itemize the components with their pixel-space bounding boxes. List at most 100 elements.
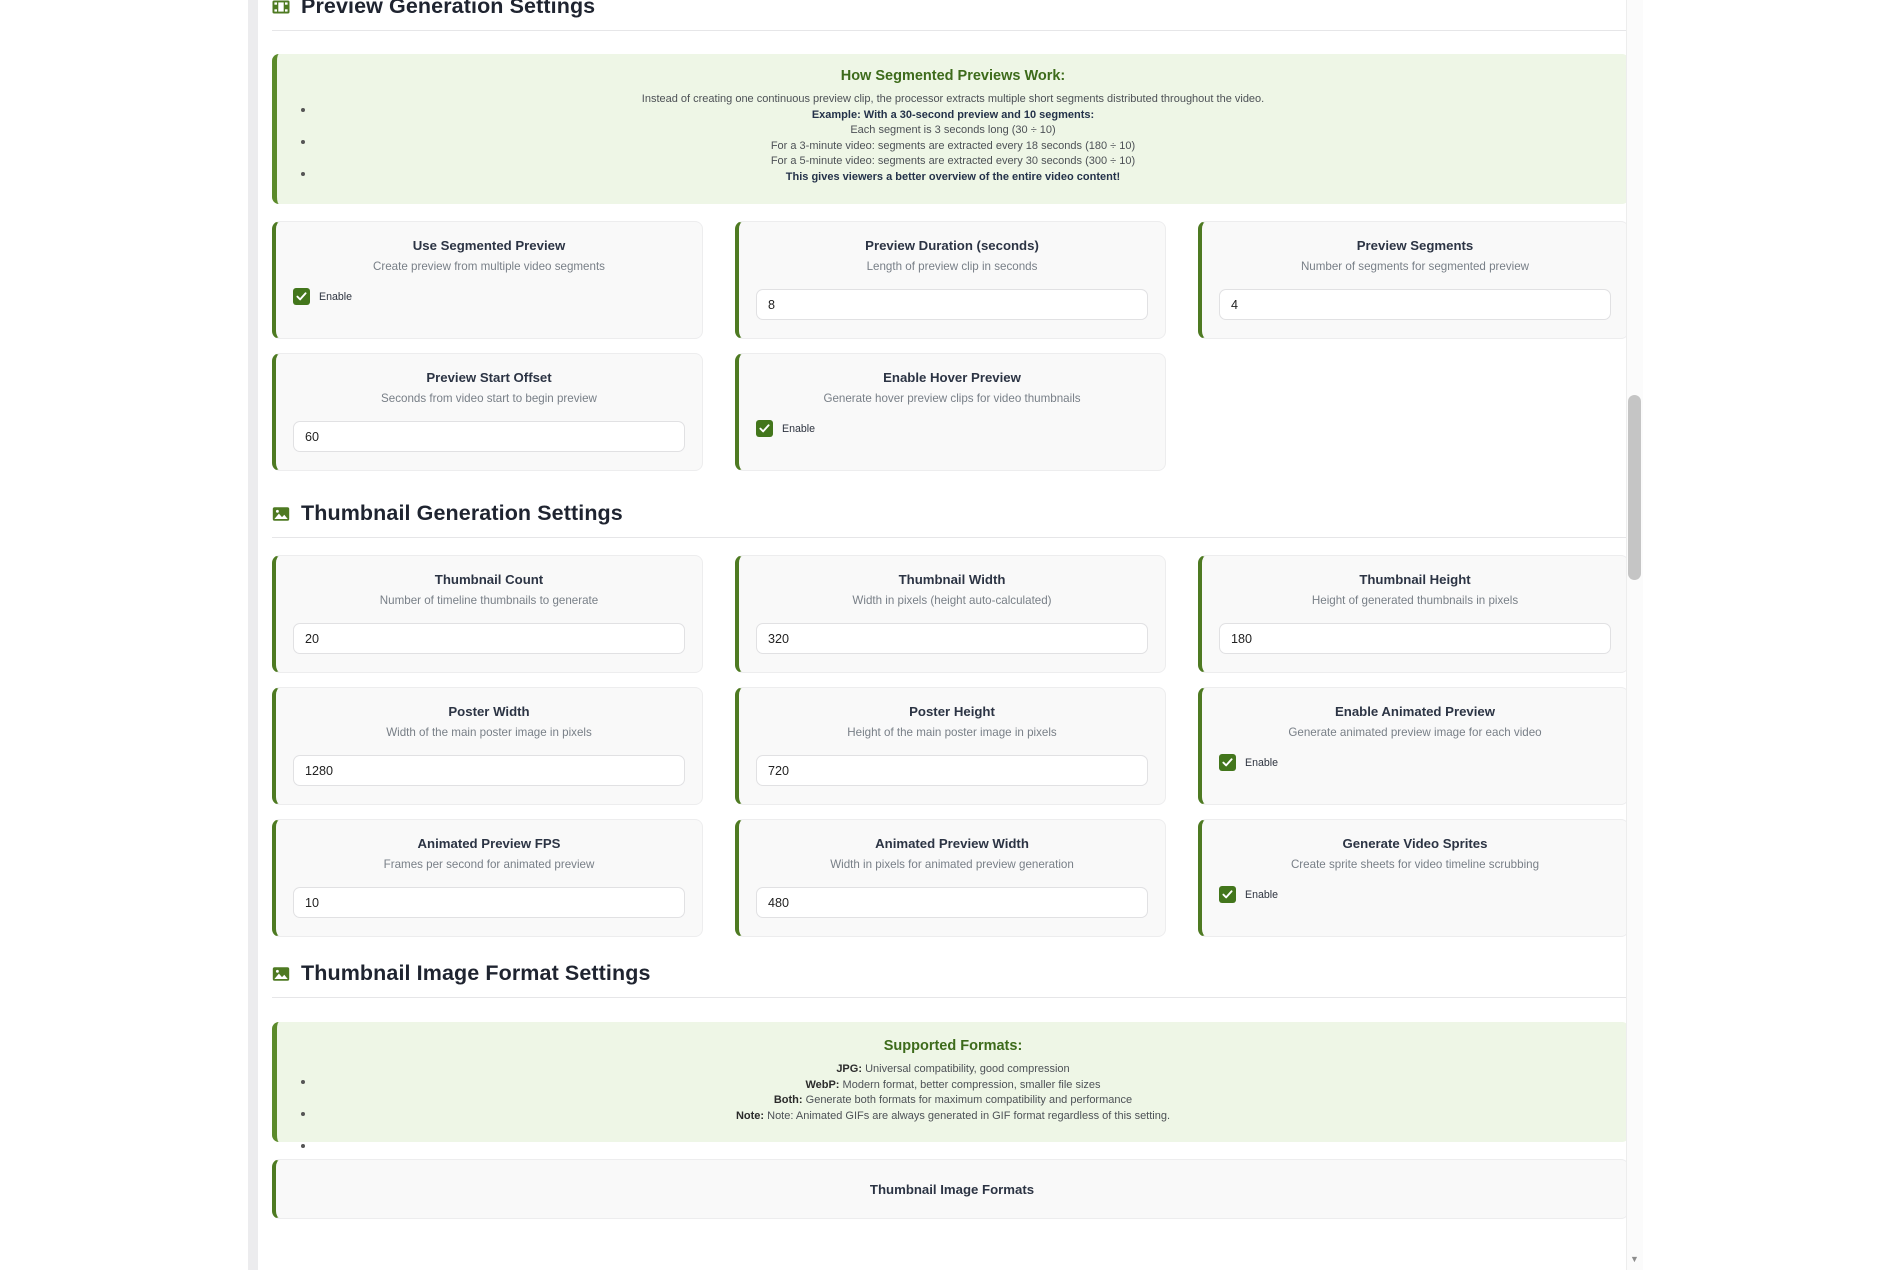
card-title: Preview Segments [1356, 238, 1474, 253]
info-line: JPG: Universal compatibility, good compr… [277, 1062, 1629, 1078]
section-divider [272, 30, 1629, 31]
enable-checkbox-row[interactable]: Enable [1219, 886, 1611, 903]
setting-card-animated-preview-width: Animated Preview Width Width in pixels f… [735, 819, 1166, 937]
preview-settings-grid: Use Segmented Preview Create preview fro… [272, 221, 1629, 471]
section-thumbnail-image-format: Thumbnail Image Format Settings Supporte… [272, 961, 1629, 1220]
card-description: Frames per second for animated preview [383, 858, 595, 871]
card-title: Generate Video Sprites [1342, 836, 1488, 851]
checkbox-label: Enable [319, 290, 352, 303]
checkbox-label: Enable [782, 422, 815, 435]
info-line: Note: Note: Animated GIFs are always gen… [277, 1109, 1629, 1125]
info-box-title: Supported Formats: [883, 1038, 1023, 1054]
checkbox-label: Enable [1245, 756, 1278, 769]
thumbnail-settings-grid: Thumbnail Count Number of timeline thumb… [272, 555, 1629, 937]
card-title: Preview Start Offset [426, 370, 552, 385]
preview-segments-input[interactable] [1219, 289, 1611, 320]
card-title: Enable Animated Preview [1334, 704, 1495, 719]
enable-checkbox-row[interactable]: Enable [756, 420, 1148, 437]
card-description: Create sprite sheets for video timeline … [1290, 858, 1540, 871]
card-title: Poster Height [909, 704, 995, 719]
checkbox-checked-icon[interactable] [1219, 886, 1236, 903]
card-title: Poster Width [448, 704, 530, 719]
app-viewport: Preview Generation Settings How Segmente… [248, 0, 1643, 1270]
info-line-lead: JPG: [836, 1063, 862, 1075]
setting-card-thumbnail-height: Thumbnail Height Height of generated thu… [1198, 555, 1629, 673]
section-preview-generation: Preview Generation Settings How Segmente… [272, 0, 1629, 471]
card-description: Generate animated preview image for each… [1288, 726, 1542, 739]
empty-grid-slot [1198, 353, 1629, 471]
setting-card-poster-width: Poster Width Width of the main poster im… [272, 687, 703, 805]
animated-preview-width-input[interactable] [756, 887, 1148, 918]
card-title: Thumbnail Count [434, 572, 544, 587]
card-description: Generate hover preview clips for video t… [823, 392, 1081, 405]
gutter-stripe [248, 0, 258, 1270]
checkbox-checked-icon[interactable] [1219, 754, 1236, 771]
setting-card-use-segmented-preview: Use Segmented Preview Create preview fro… [272, 221, 703, 339]
setting-card-thumbnail-image-formats: Thumbnail Image Formats [272, 1159, 1629, 1220]
info-box-supported-formats: Supported Formats: JPG: Universal compat… [272, 1022, 1629, 1148]
thumbnail-count-input[interactable] [293, 623, 685, 654]
card-description: Seconds from video start to begin previe… [381, 392, 597, 405]
thumbnail-width-input[interactable] [756, 623, 1148, 654]
card-title: Thumbnail Image Formats [869, 1182, 1035, 1198]
preview-start-offset-input[interactable] [293, 421, 685, 452]
section-spacer [272, 937, 1629, 961]
thumbnail-height-input[interactable] [1219, 623, 1611, 654]
setting-card-animated-preview-fps: Animated Preview FPS Frames per second f… [272, 819, 703, 937]
image-icon [272, 505, 290, 523]
card-description: Height of the main poster image in pixel… [847, 726, 1057, 739]
section-header: Preview Generation Settings [272, 0, 1629, 19]
scroll-down-arrow-icon[interactable]: ▼ [1630, 1254, 1639, 1264]
setting-card-preview-start-offset: Preview Start Offset Seconds from video … [272, 353, 703, 471]
info-line: For a 5-minute video: segments are extra… [770, 155, 1136, 168]
info-line: For a 3-minute video: segments are extra… [770, 139, 1136, 152]
card-title: Preview Duration (seconds) [865, 238, 1039, 253]
info-line: Example: With a 30-second preview and 10… [811, 108, 1095, 121]
info-line: WebP: Modern format, better compression,… [277, 1078, 1629, 1094]
vertical-scrollbar[interactable]: ▼ [1626, 0, 1643, 1270]
checkbox-checked-icon[interactable] [756, 420, 773, 437]
setting-card-thumbnail-count: Thumbnail Count Number of timeline thumb… [272, 555, 703, 673]
card-description: Create preview from multiple video segme… [373, 260, 605, 273]
setting-card-enable-animated-preview: Enable Animated Preview Generate animate… [1198, 687, 1629, 805]
section-header: Thumbnail Generation Settings [272, 501, 1629, 526]
info-box-lines: Instead of creating one continuous previ… [277, 92, 1629, 186]
info-line: Each segment is 3 seconds long (30 ÷ 10) [850, 124, 1056, 137]
info-line-text: Universal compatibility, good compressio… [865, 1063, 1070, 1075]
section-title: Preview Generation Settings [301, 0, 596, 18]
info-line-text: Generate both formats for maximum compat… [805, 1094, 1133, 1107]
settings-content: Preview Generation Settings How Segmente… [258, 0, 1643, 1220]
info-line-text: Modern format, better compression, small… [842, 1078, 1101, 1091]
info-line: Instead of creating one continuous previ… [641, 93, 1265, 105]
card-title: Thumbnail Height [1359, 572, 1471, 587]
info-box-segmented-previews: How Segmented Previews Work: Instead of … [272, 54, 1629, 204]
card-description: Number of segments for segmented preview [1300, 260, 1530, 273]
poster-height-input[interactable] [756, 755, 1148, 786]
card-description: Length of preview clip in seconds [866, 260, 1038, 273]
card-description: Width in pixels for animated preview gen… [830, 858, 1074, 871]
image-icon [272, 965, 290, 983]
section-header: Thumbnail Image Format Settings [272, 961, 1629, 986]
card-title: Enable Hover Preview [883, 370, 1021, 385]
outer-page-background [1643, 0, 1900, 1270]
film-strip-icon [272, 0, 290, 16]
info-line-lead: Note: [735, 1109, 765, 1122]
section-divider [272, 997, 1629, 998]
setting-card-preview-duration: Preview Duration (seconds) Length of pre… [735, 221, 1166, 339]
checkbox-checked-icon[interactable] [293, 288, 310, 305]
section-thumbnail-generation: Thumbnail Generation Settings Thumbnail … [272, 501, 1629, 937]
poster-width-input[interactable] [293, 755, 685, 786]
enable-checkbox-row[interactable]: Enable [1219, 754, 1611, 771]
animated-preview-fps-input[interactable] [293, 887, 685, 918]
preview-duration-input[interactable] [756, 289, 1148, 320]
info-line: This gives viewers a better overview of … [785, 170, 1121, 183]
info-line-lead: Both: [773, 1094, 803, 1107]
enable-checkbox-row[interactable]: Enable [293, 288, 685, 305]
info-line-lead: WebP: [805, 1078, 840, 1091]
card-description: Height of generated thumbnails in pixels [1311, 594, 1519, 607]
setting-card-generate-video-sprites: Generate Video Sprites Create sprite she… [1198, 819, 1629, 937]
info-line: Both: Generate both formats for maximum … [277, 1093, 1629, 1109]
card-description: Number of timeline thumbnails to generat… [379, 594, 599, 607]
card-title: Use Segmented Preview [412, 238, 566, 253]
scrollbar-thumb[interactable] [1628, 395, 1641, 580]
